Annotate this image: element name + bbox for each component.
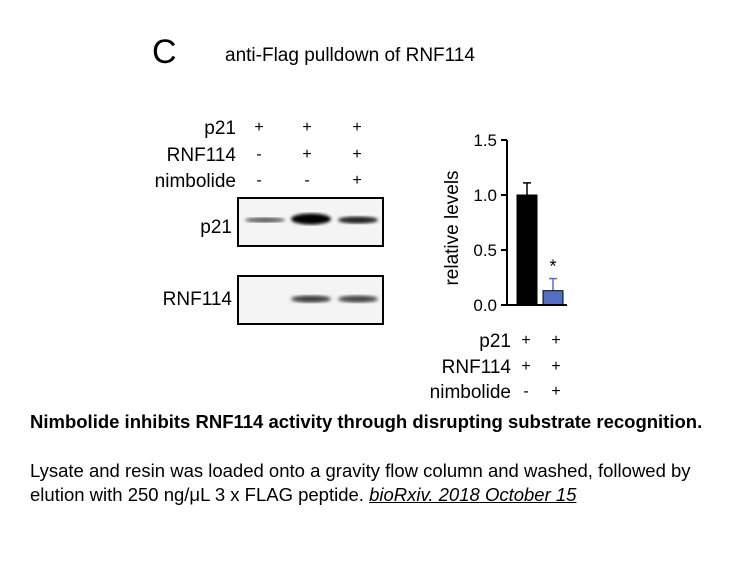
figure-caption-title: Nimbolide inhibits RNF114 activity throu… — [30, 411, 703, 432]
blot-bands-rnf114 — [291, 295, 378, 303]
blot-band — [245, 217, 285, 223]
blot-cond-sign: - — [256, 146, 262, 163]
y-tick-label: 0.0 — [473, 296, 497, 315]
chart-cond-label-nimbolide: nimbolide — [429, 382, 511, 403]
bar-chart: relative levels 0.0 0.5 1.0 1.5 * — [442, 131, 567, 315]
chart-cond-label-rnf114: RNF114 — [441, 357, 511, 378]
blot-cond-sign: + — [352, 172, 362, 189]
bars: * — [507, 182, 567, 306]
chart-cond-sign: + — [521, 332, 531, 349]
y-tick-label: 1.5 — [473, 131, 497, 150]
panel-letter: C — [152, 33, 177, 71]
bar — [542, 290, 564, 306]
y-axis: 0.0 0.5 1.0 1.5 — [473, 131, 508, 315]
blot-cond-label-rnf114: RNF114 — [166, 145, 236, 166]
blot-cond-sign: - — [256, 172, 262, 189]
caption-text: Lysate and resin was loaded onto a gravi… — [30, 460, 691, 505]
citation-link[interactable]: bioRxiv. 2018 October 15 — [369, 484, 577, 505]
chart-cond-label-p21: p21 — [479, 331, 511, 352]
blot-cond-sign: + — [352, 146, 362, 163]
blot-band — [291, 213, 331, 225]
y-axis-label: relative levels — [442, 170, 463, 285]
blot-cond-sign: + — [254, 119, 264, 136]
blot-cond-sign: - — [304, 172, 310, 189]
chart-cond-sign: + — [521, 358, 531, 375]
y-tick-label: 1.0 — [473, 186, 497, 205]
chart-cond-sign: + — [551, 332, 561, 349]
blot-bands-p21 — [245, 213, 378, 225]
blot-cond-label-p21: p21 — [204, 118, 236, 139]
chart-cond-sign: + — [551, 383, 561, 400]
figure-caption-body: Lysate and resin was loaded onto a gravi… — [30, 459, 740, 507]
blot-label-rnf114: RNF114 — [162, 289, 232, 310]
blot-band — [338, 295, 378, 303]
panel-title: anti-Flag pulldown of RNF114 — [225, 45, 475, 66]
blot-cond-sign: + — [302, 119, 312, 136]
y-tick-label: 0.5 — [473, 241, 497, 260]
blot-cond-sign: + — [302, 146, 312, 163]
chart-cond-sign: + — [551, 358, 561, 375]
blot-band — [291, 295, 331, 303]
significance-marker: * — [549, 257, 556, 277]
bar — [516, 194, 538, 306]
blot-cond-sign: + — [352, 119, 362, 136]
western-blot-rnf114 — [237, 275, 384, 325]
blot-label-p21: p21 — [200, 217, 232, 238]
blot-band — [338, 216, 378, 224]
western-blot-p21 — [237, 197, 384, 247]
blot-cond-label-nimbolide: nimbolide — [154, 171, 236, 192]
chart-cond-sign: - — [523, 383, 529, 400]
